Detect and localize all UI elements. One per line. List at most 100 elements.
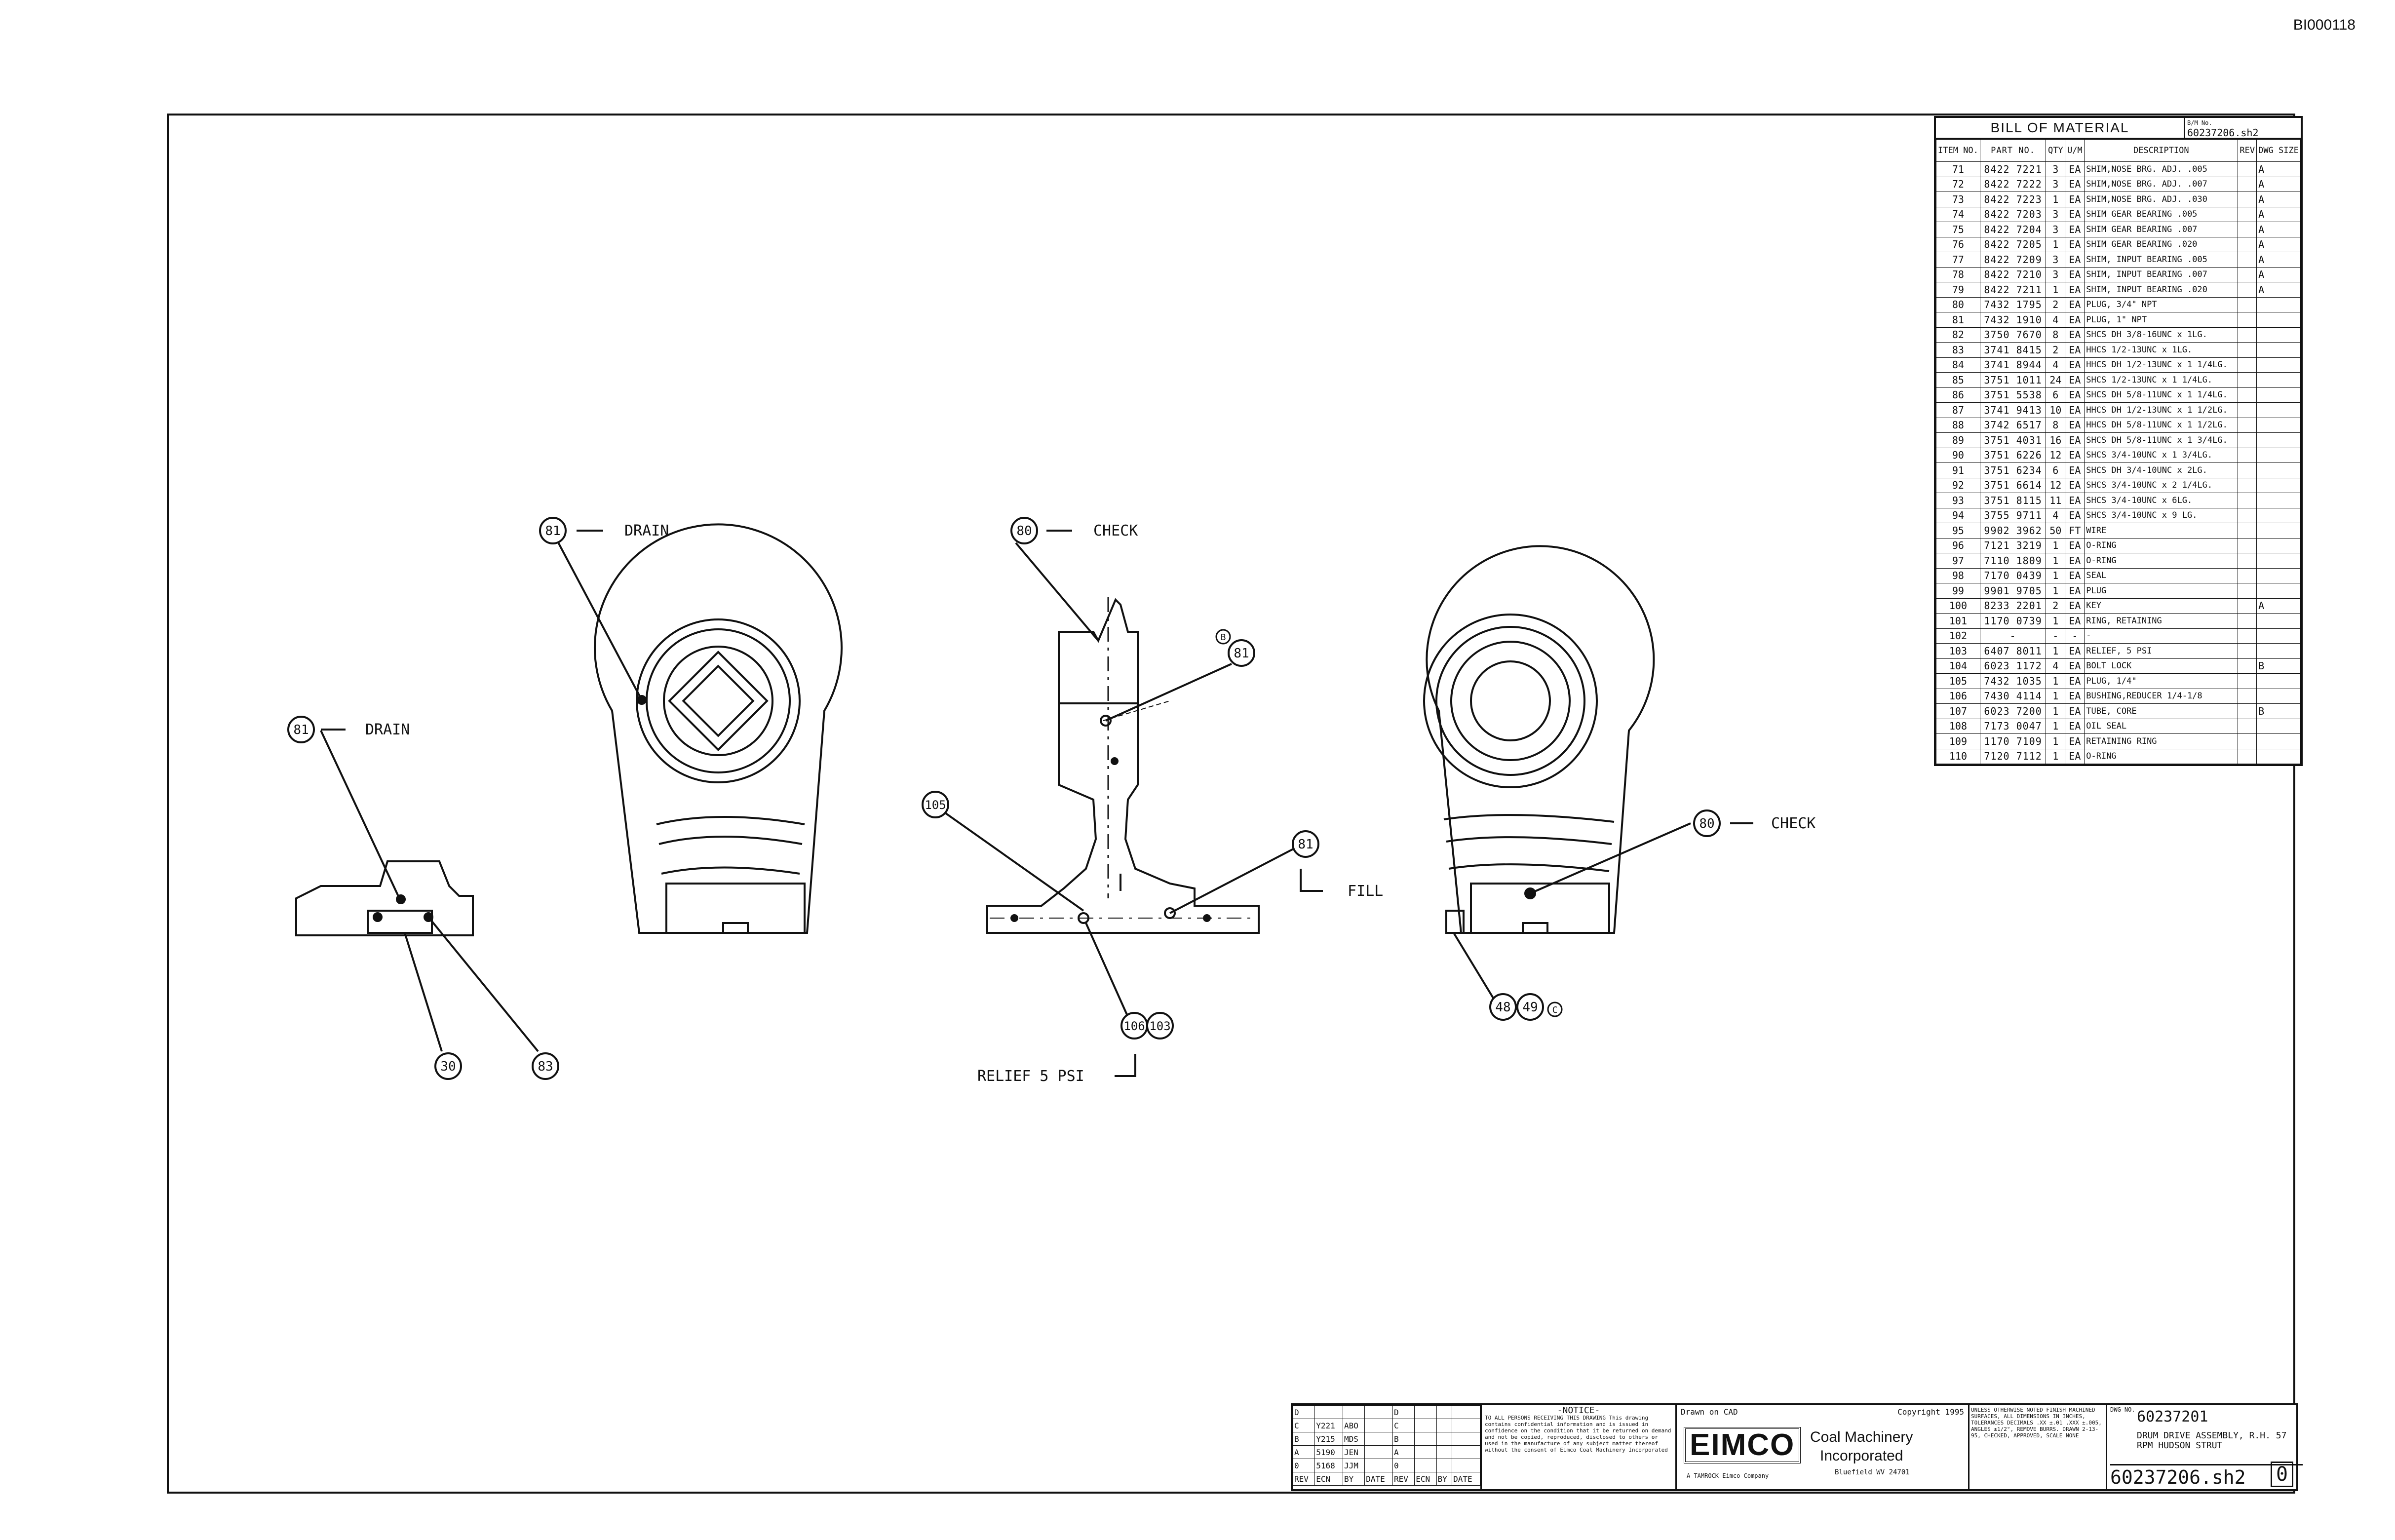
- bom-part-no: 7173 0047: [1979, 718, 2047, 734]
- bom-rev: [2238, 252, 2257, 268]
- bom-rev: [2238, 507, 2257, 523]
- bom-dwg-value: 60237206.sh2: [2187, 127, 2259, 139]
- bom-um: EA: [2065, 176, 2085, 192]
- rev-cell: JEN: [1343, 1445, 1365, 1459]
- rev-cell: [1452, 1405, 1480, 1419]
- bom-qty: 4: [2046, 357, 2066, 373]
- bom-um: EA: [2065, 372, 2085, 388]
- bom-item-no: 79: [1936, 282, 1980, 298]
- balloon-number: 105: [925, 798, 946, 812]
- bom-item-no: 109: [1936, 733, 1980, 749]
- rev-cell: [1314, 1405, 1344, 1419]
- bom-um: EA: [2065, 583, 2085, 599]
- bom-rev: [2238, 477, 2257, 493]
- bom-description: SHCS 3/4-10UNC x 1 3/4LG.: [2084, 447, 2239, 463]
- bom-um: EA: [2065, 161, 2085, 177]
- bom-part-no: 8233 2201: [1979, 598, 2047, 614]
- bom-part-no: 7432 1795: [1979, 297, 2047, 312]
- bom-rev: [2238, 432, 2257, 448]
- bom-rev: [2238, 718, 2257, 734]
- bom-title: BILL OF MATERIAL: [1990, 120, 2129, 135]
- balloon-number: 83: [538, 1059, 553, 1074]
- bom-description: PLUG, 1" NPT: [2084, 312, 2239, 328]
- bom-um: EA: [2065, 643, 2085, 659]
- bom-qty: 12: [2046, 447, 2066, 463]
- bom-part-no: 6023 7200: [1979, 703, 2047, 719]
- bom-rev: [2238, 462, 2257, 478]
- bom-dwg-size: [2256, 387, 2301, 403]
- rev-cell: [1436, 1445, 1453, 1459]
- revision-letter: 0: [2271, 1462, 2293, 1487]
- bom-part-no: 1170 7109: [1979, 733, 2047, 749]
- bom-description: O-RING: [2084, 748, 2239, 764]
- bom-dwg-size: [2256, 733, 2301, 749]
- bom-description: HHCS DH 1/2-13UNC x 1 1/4LG.: [2084, 357, 2239, 373]
- bom-description: HHCS DH 1/2-13UNC x 1 1/2LG.: [2084, 402, 2239, 418]
- balloon-number: 81: [1234, 646, 1249, 661]
- bom-rev: [2238, 703, 2257, 719]
- bom-qty: 1: [2046, 192, 2066, 207]
- bom-dwg-size: [2256, 613, 2301, 629]
- bom-description: PLUG, 1/4": [2084, 673, 2239, 689]
- eimco-logo: EIMCO: [1684, 1427, 1801, 1463]
- rev-cell: Y221: [1314, 1419, 1344, 1432]
- bom-description: SHIM, INPUT BEARING .005: [2084, 252, 2239, 268]
- bom-dwg-size: A: [2256, 282, 2301, 298]
- callout-80-check-top: 80 CHECK: [1010, 517, 1138, 544]
- rev-footer-cell: REV: [1292, 1472, 1315, 1486]
- bom-qty: 1: [2046, 568, 2066, 583]
- drawing-title: DRUM DRIVE ASSEMBLY, R.H. 57 RPM HUDSON …: [2137, 1430, 2287, 1451]
- callout-30: 30: [434, 1052, 462, 1080]
- bom-rev: [2238, 297, 2257, 312]
- bom-rev: [2238, 628, 2257, 644]
- bom-rev: [2238, 267, 2257, 282]
- rev-cell: D: [1392, 1405, 1415, 1419]
- table-row: 102----: [1936, 628, 2301, 644]
- bom-dwg-size: B: [2256, 703, 2301, 719]
- bom-um: EA: [2065, 327, 2085, 343]
- bom-item-no: 108: [1936, 718, 1980, 734]
- bom-item-no: 82: [1936, 327, 1980, 343]
- bom-description: RETAINING RING: [2084, 733, 2239, 749]
- bom-part-no: 3741 9413: [1979, 402, 2047, 418]
- balloon-number: 81: [545, 524, 560, 539]
- bom-um: EA: [2065, 236, 2085, 252]
- bom-rev: [2238, 357, 2257, 373]
- bom-qty: 3: [2046, 161, 2066, 177]
- bom-item-no: 95: [1936, 523, 1980, 539]
- bom-rev: [2238, 583, 2257, 599]
- balloon-number: 80: [1016, 524, 1032, 539]
- bom-item-no: 100: [1936, 598, 1980, 614]
- bom-qty: 1: [2046, 613, 2066, 629]
- bom-dwg-size: A: [2256, 161, 2301, 177]
- rev-cell: JJM: [1343, 1459, 1365, 1472]
- bom-item-no: 104: [1936, 658, 1980, 674]
- bom-part-no: 8422 7203: [1979, 206, 2047, 222]
- bom-part-no: 8422 7205: [1979, 236, 2047, 252]
- bom-dwg-size: A: [2256, 222, 2301, 237]
- bom-part-no: 3751 6234: [1979, 462, 2047, 478]
- view-side-left: [295, 730, 539, 1052]
- rev-cell: [1436, 1459, 1453, 1472]
- bom-part-no: 7430 4114: [1979, 688, 2047, 704]
- bom-um: EA: [2065, 703, 2085, 719]
- label-dashes: [321, 530, 1753, 824]
- document-id: BI000118: [2293, 17, 2356, 33]
- bom-item-no: 83: [1936, 342, 1980, 358]
- rev-footer-cell: REV: [1392, 1472, 1415, 1486]
- bom-qty: 3: [2046, 206, 2066, 222]
- rev-cell: ABO: [1343, 1419, 1365, 1432]
- bom-part-no: 3751 8115: [1979, 493, 2047, 508]
- rev-cell: D: [1292, 1405, 1315, 1419]
- bom-qty: 2: [2046, 598, 2066, 614]
